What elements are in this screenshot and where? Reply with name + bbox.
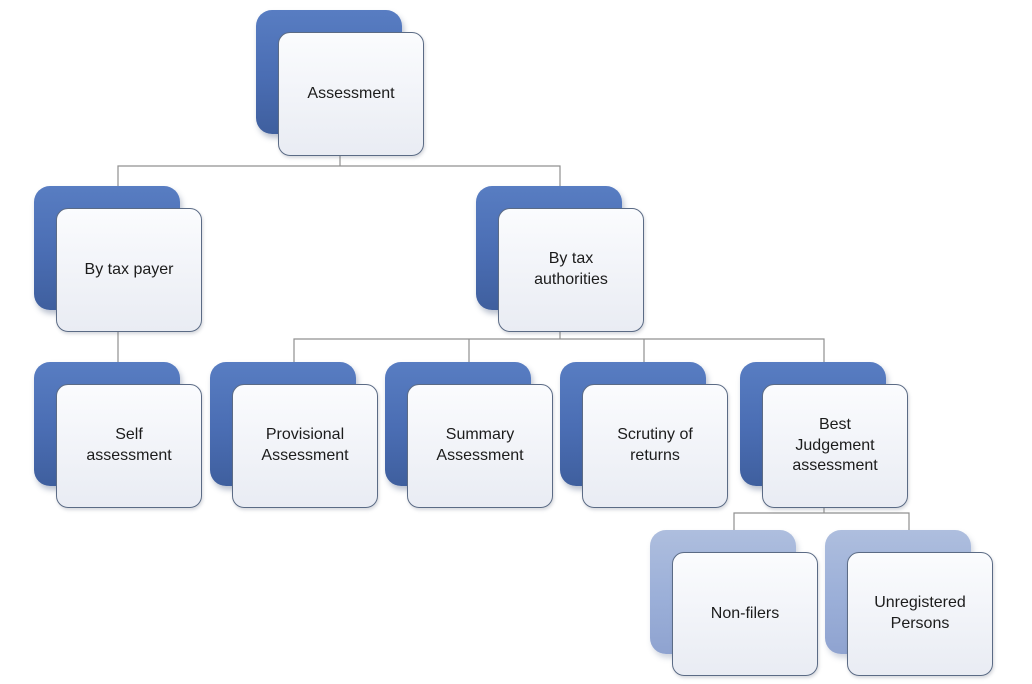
node-scrutiny-of-returns-label: Scrutiny of returns — [617, 426, 693, 464]
node-unregistered-persons-label: Unregistered Persons — [874, 594, 966, 632]
node-summary-assessment-box: Summary Assessment — [407, 384, 553, 508]
node-provisional-assessment: Provisional Assessment — [210, 362, 378, 508]
node-non-filers-label: Non-filers — [710, 604, 780, 622]
node-unregistered-persons-box: Unregistered Persons — [847, 552, 993, 676]
node-summary-assessment: Summary Assessment — [385, 362, 553, 508]
node-self-assessment-label: Self assessment — [86, 426, 172, 464]
node-unregistered-persons: Unregistered Persons — [825, 530, 993, 676]
node-non-filers-box: Non-filers — [672, 552, 818, 676]
node-by-tax-payer-label: By tax payer — [84, 260, 174, 278]
node-assessment: Assessment — [256, 10, 424, 156]
node-best-judgement-assessment-label: Best Judgement assessment — [792, 415, 878, 475]
node-scrutiny-of-returns: Scrutiny of returns — [560, 362, 728, 508]
node-best-judgement-assessment: Best Judgement assessment — [740, 362, 908, 508]
node-scrutiny-of-returns-box: Scrutiny of returns — [582, 384, 728, 508]
node-self-assessment: Self assessment — [34, 362, 202, 508]
node-self-assessment-box: Self assessment — [56, 384, 202, 508]
node-by-tax-payer: By tax payer — [34, 186, 202, 332]
node-assessment-label: Assessment — [307, 84, 395, 102]
node-by-tax-payer-box: By tax payer — [56, 208, 202, 332]
node-summary-assessment-label: Summary Assessment — [436, 426, 524, 464]
node-best-judgement-assessment-box: Best Judgement assessment — [762, 384, 908, 508]
node-non-filers: Non-filers — [650, 530, 818, 676]
node-provisional-assessment-box: Provisional Assessment — [232, 384, 378, 508]
node-by-tax-authorities-box: By tax authorities — [498, 208, 644, 332]
node-by-tax-authorities-label: By tax authorities — [534, 250, 608, 288]
node-by-tax-authorities: By tax authorities — [476, 186, 644, 332]
node-assessment-box: Assessment — [278, 32, 424, 156]
node-provisional-assessment-label: Provisional Assessment — [261, 426, 349, 464]
